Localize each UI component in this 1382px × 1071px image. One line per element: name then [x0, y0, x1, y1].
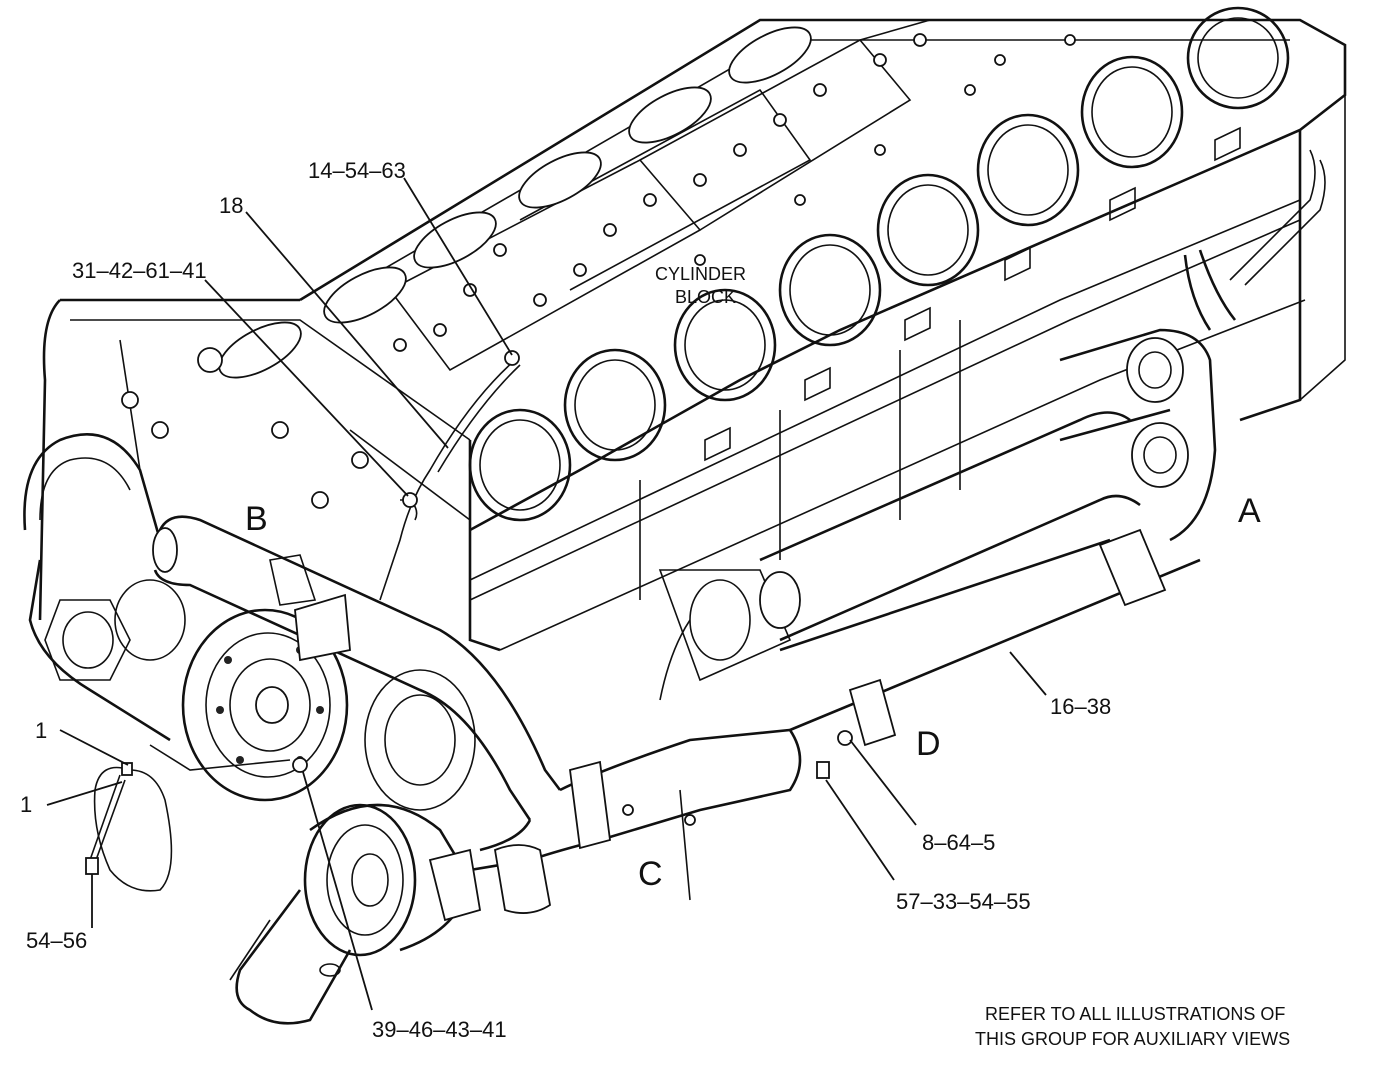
cylinder-label-line1: CYLINDER	[655, 264, 746, 284]
cylinder-label-line2: BLOCK	[675, 287, 736, 307]
callout-16-38: 16–38	[1050, 694, 1111, 719]
callout-57-33-54-55: 57–33–54–55	[896, 889, 1031, 914]
callout-labels: 14–54–63 18 31–42–61–41 1 1 54–56 39–46–…	[20, 158, 1111, 1042]
callout-39-46-43-41: 39–46–43–41	[372, 1017, 507, 1042]
sensor-harness	[292, 350, 853, 901]
callout-18: 18	[219, 193, 243, 218]
leader-lines	[46, 177, 1047, 1011]
cylinder-block	[38, 18, 1347, 652]
rail-brackets	[639, 126, 1241, 600]
auxiliary-views-note: REFER TO ALL ILLUSTRATIONS OF THIS GROUP…	[975, 1004, 1290, 1049]
right-side-pipe	[1183, 149, 1326, 331]
view-letter-d: D	[916, 725, 941, 763]
turbocharger	[229, 803, 482, 1025]
hose-assembly	[85, 744, 291, 892]
air-inlet-tube	[152, 515, 802, 914]
view-letter-c: C	[638, 855, 663, 893]
cylinder-bores	[468, 6, 1290, 522]
callout-1-lower: 1	[20, 792, 32, 817]
note-line2: THIS GROUP FOR AUXILIARY VIEWS	[975, 1029, 1290, 1049]
aftercooler-tube	[658, 328, 1217, 747]
callout-54-56: 54–56	[26, 928, 87, 953]
callout-1-upper: 1	[35, 718, 47, 743]
callout-14-54-63: 14–54–63	[308, 158, 406, 183]
front-gear-housing	[23, 432, 186, 742]
callout-31-42-61-41: 31–42–61–41	[72, 258, 207, 283]
view-letter-a: A	[1238, 492, 1261, 530]
view-letters: A B C D	[245, 492, 1261, 893]
note-line1: REFER TO ALL ILLUSTRATIONS OF	[985, 1004, 1285, 1024]
cylinder-block-label: CYLINDER BLOCK	[655, 264, 746, 307]
view-letter-b: B	[245, 500, 268, 538]
head-bolts	[121, 33, 1076, 509]
callout-8-64-5: 8–64–5	[922, 830, 995, 855]
